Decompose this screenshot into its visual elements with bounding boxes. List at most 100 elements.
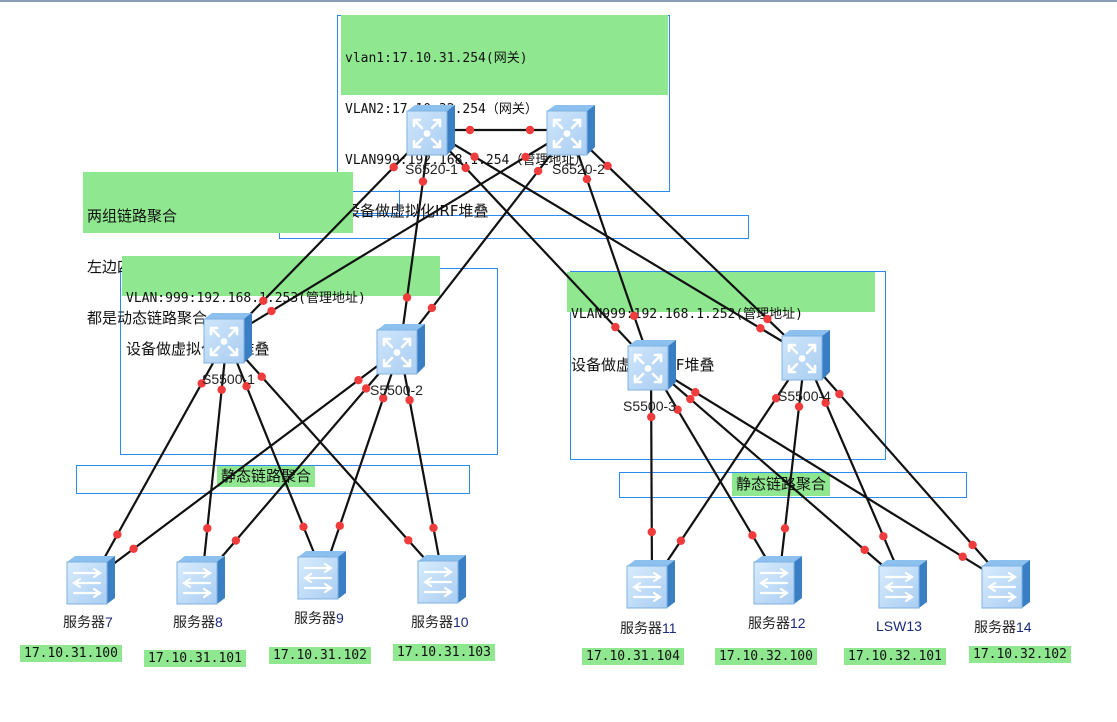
ip-address-label: 17.10.31.100 xyxy=(20,645,122,662)
port-dot-S6520-2 xyxy=(521,152,530,162)
link-S5500-4-srv12[interactable] xyxy=(777,354,807,581)
l2-switch-icon xyxy=(625,560,679,615)
device-name: 服务器 xyxy=(294,610,336,626)
port-dot-S5500-3 xyxy=(691,388,700,397)
device-number: 8 xyxy=(215,614,223,630)
device-srv12[interactable] xyxy=(752,553,806,607)
device-label: 服务器7 xyxy=(63,612,113,632)
ip-address-label: 17.10.31.102 xyxy=(269,647,371,664)
port-dot-srv12 xyxy=(780,524,790,533)
port-dot-S6520-2 xyxy=(525,125,535,135)
port-dot-S6520-1 xyxy=(389,163,398,172)
aggregation-note-line: 都是动态链路聚合 xyxy=(87,309,208,327)
link-S5500-1-srv9[interactable] xyxy=(225,337,325,576)
switch-s5500-4[interactable] xyxy=(778,328,832,382)
link-S5500-1-srv8[interactable] xyxy=(200,337,229,581)
port-dot-S5500-4 xyxy=(821,398,830,407)
port-dot-srv8 xyxy=(203,524,212,533)
port-dot-srv11 xyxy=(676,536,686,545)
link-S5500-2-srv10[interactable] xyxy=(398,348,445,580)
left-static-agg-box xyxy=(76,465,470,494)
port-dot-srv8 xyxy=(231,536,241,545)
port-dot-S6520-2 xyxy=(582,174,592,184)
port-dot-srv7 xyxy=(129,544,138,553)
device-srv14[interactable] xyxy=(980,557,1034,611)
port-dot-S5500-2 xyxy=(402,293,412,302)
port-dot-lsw13 xyxy=(860,545,869,555)
device-number: 9 xyxy=(336,610,344,626)
port-dot-S6520-1 xyxy=(418,177,428,186)
l2-switch-icon xyxy=(752,556,806,611)
port-dot-S5500-3 xyxy=(673,405,682,414)
device-label: 服务器10 xyxy=(411,612,469,632)
core-note-line: vlan1:17.10.31.254(网关) xyxy=(345,51,528,66)
switch-s6520-2[interactable] xyxy=(543,103,597,157)
device-srv7[interactable] xyxy=(65,553,119,607)
port-dot-srv7 xyxy=(113,530,122,539)
l2-switch-icon xyxy=(416,555,470,610)
link-S6520-1-S5500-2[interactable] xyxy=(398,129,432,350)
link-S6520-2-S5500-2[interactable] xyxy=(399,129,571,350)
link-S5500-3-srv12[interactable] xyxy=(650,364,780,581)
device-srv10[interactable] xyxy=(416,552,470,606)
switch-label: S5500-4 xyxy=(778,388,831,404)
l2-switch-icon xyxy=(65,556,119,611)
device-srv8[interactable] xyxy=(175,553,229,607)
port-dot-S5500-2 xyxy=(361,384,371,393)
link-S6520-2-S5500-3[interactable] xyxy=(568,129,653,366)
port-dot-S6520-2 xyxy=(603,161,612,171)
ip-address-label: 17.10.31.103 xyxy=(393,644,495,661)
window-top-border xyxy=(0,0,1117,2)
port-dot-S5500-2 xyxy=(379,394,388,403)
device-name: 服务器 xyxy=(620,620,662,636)
port-dot-S5500-4 xyxy=(771,394,781,403)
switch-s5500-1[interactable] xyxy=(200,311,254,365)
link-S6520-1-S5500-4[interactable] xyxy=(429,129,806,356)
port-dot-S5500-2 xyxy=(354,376,363,385)
device-name: 服务器 xyxy=(173,614,215,630)
device-number: LSW13 xyxy=(876,618,922,634)
device-name: 服务器 xyxy=(748,615,790,631)
link-S5500-3-srv14[interactable] xyxy=(650,364,1008,585)
port-dot-S5500-1 xyxy=(259,296,268,305)
right-static-agg-label: 静态链路聚合 xyxy=(732,473,831,496)
port-dot-S5500-3 xyxy=(686,394,695,404)
link-S5500-1-srv7[interactable] xyxy=(91,337,228,581)
ip-address-label: 17.10.31.101 xyxy=(144,650,246,667)
right-stack-group-box xyxy=(570,271,886,460)
device-lsw13[interactable] xyxy=(877,557,931,611)
port-dot-srv10 xyxy=(404,536,413,545)
device-label: 服务器11 xyxy=(620,618,677,638)
l2-switch-icon xyxy=(175,556,229,611)
link-S5500-4-lsw13[interactable] xyxy=(803,354,906,585)
device-number: 10 xyxy=(453,614,469,630)
switch-label: S5500-3 xyxy=(623,398,676,414)
switch-s5500-3[interactable] xyxy=(624,338,678,392)
ip-address-label: 17.10.31.104 xyxy=(582,648,684,665)
device-label: 服务器9 xyxy=(294,608,344,628)
link-S5500-3-srv11[interactable] xyxy=(649,364,654,585)
port-dot-srv9 xyxy=(299,522,308,532)
port-dot-S5500-1 xyxy=(197,379,206,388)
switch-label: S6520-1 xyxy=(405,161,458,177)
switch-s6520-1[interactable] xyxy=(403,103,457,157)
l2-switch-icon xyxy=(296,551,350,606)
link-S5500-2-srv9[interactable] xyxy=(321,348,402,576)
ip-address-label: 17.10.32.100 xyxy=(715,648,817,665)
link-S5500-4-srv11[interactable] xyxy=(651,354,806,585)
link-S6520-2-S5500-1[interactable] xyxy=(226,129,571,339)
right-static-agg-box xyxy=(619,472,967,498)
port-dot-S5500-1 xyxy=(267,306,276,316)
link-S5500-2-srv7[interactable] xyxy=(91,348,401,581)
device-number: 12 xyxy=(790,615,806,631)
link-S5500-4-srv14[interactable] xyxy=(804,354,1008,585)
switch-label: S6520-2 xyxy=(552,161,605,177)
device-srv11[interactable] xyxy=(625,557,679,611)
port-dot-S5500-4 xyxy=(756,324,765,333)
port-dot-S5500-4 xyxy=(763,314,772,324)
device-srv9[interactable] xyxy=(296,548,350,602)
device-name: 服务器 xyxy=(63,614,105,630)
port-dot-S6520-1 xyxy=(465,125,475,135)
switch-s5500-2[interactable] xyxy=(373,322,427,376)
